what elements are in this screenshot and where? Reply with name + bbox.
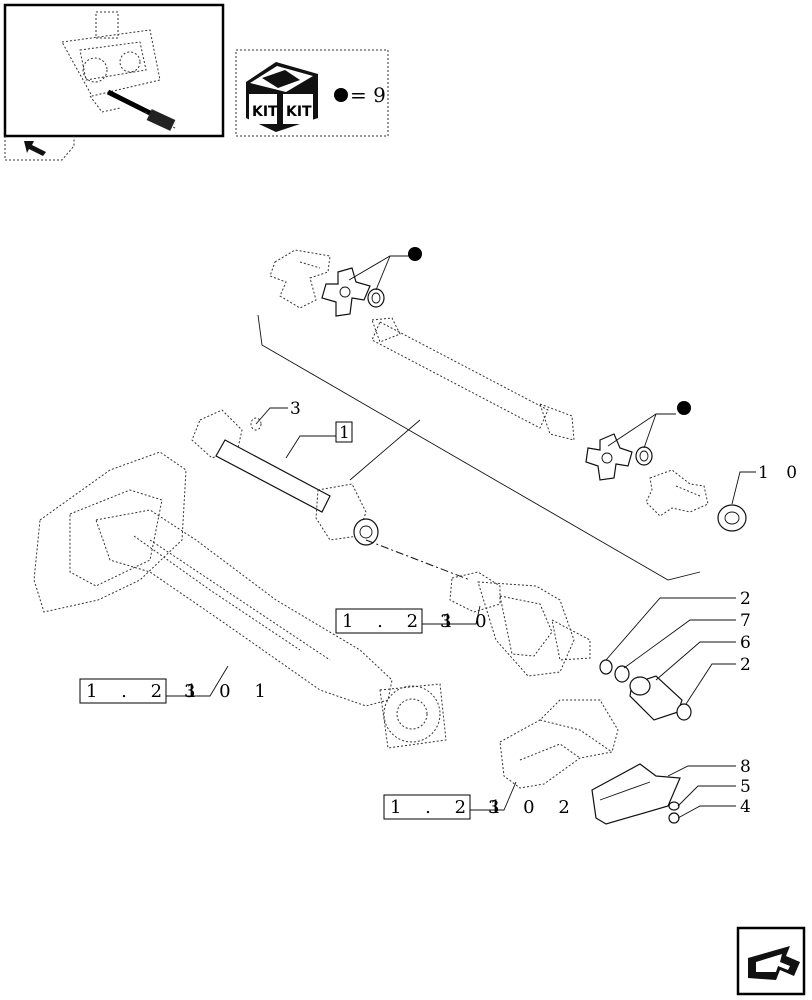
upper-yoke: [269, 249, 331, 309]
callout-item-1: 1: [339, 423, 350, 443]
callout-item-2b: 2: [740, 655, 751, 675]
snap-ring-item-2b: [676, 703, 692, 721]
callout-item-4: 4: [740, 797, 751, 817]
kit-dot-marker: [334, 88, 348, 102]
centerline: [365, 539, 471, 581]
ref-a-tail-text: 3 0: [440, 611, 496, 632]
kit-equals-text: = 9: [350, 83, 386, 107]
leader-item-2b: [685, 663, 736, 705]
leader-item-6: [655, 641, 736, 681]
kit-dot-right: [677, 401, 691, 415]
leader-item-5: [677, 785, 736, 807]
lock-washer-item-5: [668, 801, 680, 811]
reference-link-a[interactable]: 1 . 2 1 3 0: [335, 605, 496, 634]
o-ring-item-7: [614, 665, 630, 683]
callout-item-8: 8: [740, 757, 751, 777]
ref-a-box-text: 1 . 2 1: [342, 611, 462, 632]
sleeve-item-6: [629, 675, 683, 721]
thumbnail-nav-tab[interactable]: [4, 136, 75, 161]
nut-item-4: [668, 812, 680, 824]
kit-dot-upper: [408, 247, 422, 261]
output-shaft-assembly: [449, 571, 591, 677]
ref-c-box-text: 1 . 2 1: [390, 797, 510, 818]
ref-b-tail-text: 3 0 1: [184, 681, 275, 702]
upper-dot-leaders: [348, 247, 422, 291]
kit-legend: KIT KIT = 9: [235, 49, 389, 137]
upper-cross-spider: [321, 267, 371, 317]
callout-box-item-1: 1: [285, 421, 353, 459]
leader-item-10: [731, 471, 756, 505]
leader-item-2a: [605, 597, 736, 661]
right-yoke: [645, 469, 709, 517]
reference-link-b[interactable]: 1 . 2 1 3 0 1: [79, 665, 275, 704]
right-snap-ring: [635, 446, 653, 466]
upper-snap-ring: [367, 288, 385, 308]
main-drive-shaft: [191, 409, 379, 546]
leader-item-3: [255, 407, 288, 425]
right-cross-spider: [585, 433, 633, 481]
callout-item-7: 7: [740, 611, 751, 631]
back-arrow-icon: [24, 141, 46, 156]
callout-item-10: 1 0: [758, 463, 803, 483]
overview-thumbnail[interactable]: [3, 3, 225, 138]
callout-item-5: 5: [740, 777, 751, 797]
leader-item-7: [623, 619, 736, 669]
next-page-button[interactable]: [736, 926, 806, 996]
upper-shaft: [371, 317, 575, 441]
callout-item-6: 6: [740, 633, 751, 653]
callout-item-3: 3: [290, 399, 301, 419]
axle-housing: [33, 451, 447, 749]
kit-label-left: KIT: [252, 104, 278, 120]
group-outline-lines: [257, 314, 701, 581]
reference-link-c[interactable]: 1 . 2 1 3 0 2: [383, 781, 579, 820]
callout-item-2a: 2: [740, 589, 751, 609]
ref-b-box-text: 1 . 2 1: [86, 681, 206, 702]
kit-label-right: KIT: [286, 104, 312, 120]
ref-c-tail-text: 3 0 2: [488, 797, 579, 818]
support-bracket: [499, 699, 619, 789]
leader-item-8: [667, 765, 736, 777]
leader-item-4: [677, 805, 736, 819]
thumbnail-machine-sketch: [61, 11, 176, 131]
right-cross-leaders: [607, 401, 691, 449]
seal-item-10: [717, 504, 747, 532]
forward-arrow-icon: [748, 946, 800, 980]
kit-box-icon: [246, 62, 318, 132]
snap-ring-item-2a: [599, 659, 613, 675]
grease-nipple-item-3: [250, 417, 262, 431]
guard-plate-item-8: [591, 763, 681, 825]
